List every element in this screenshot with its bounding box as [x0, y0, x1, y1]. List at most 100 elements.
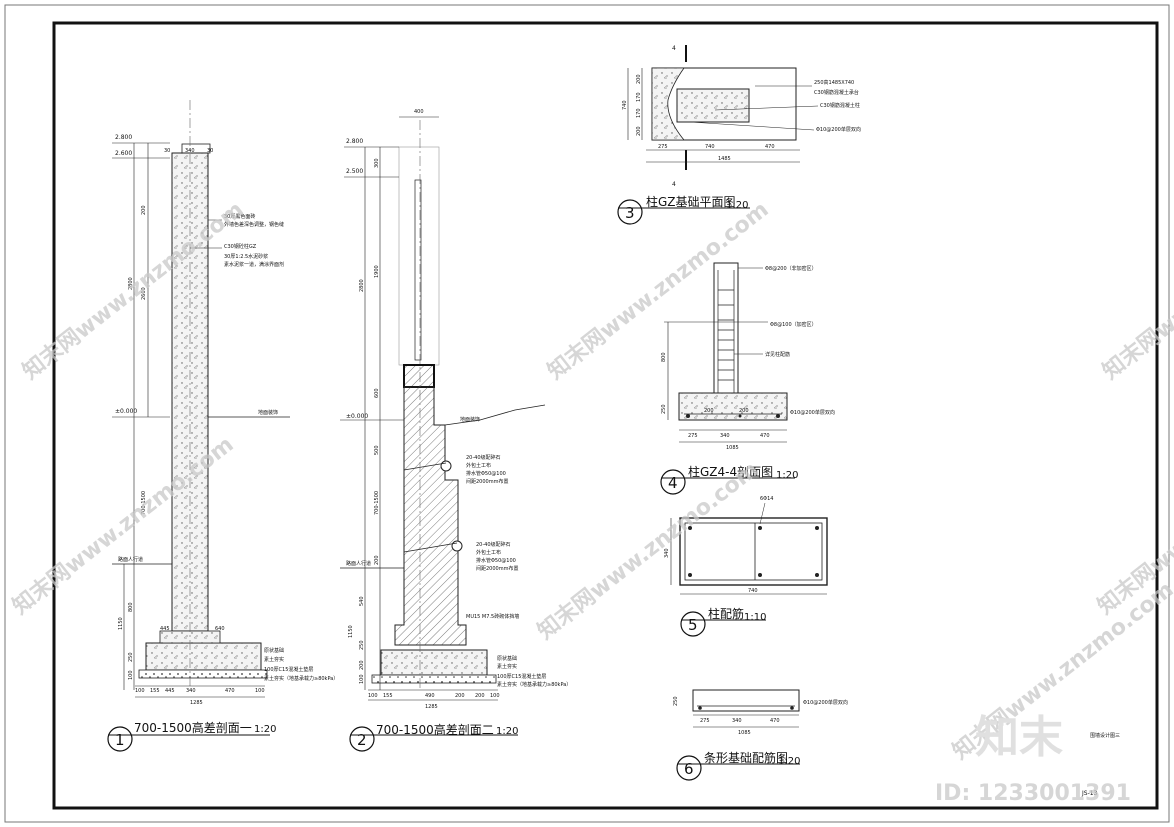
title-number: 1 — [115, 731, 125, 749]
note-text: 素土夯实 — [264, 656, 284, 663]
note-text: 20-40级配碎石 — [476, 541, 511, 548]
dim-text: 445 — [165, 688, 175, 694]
title-number: 3 — [625, 204, 635, 222]
dim-text: 250 — [673, 696, 679, 706]
sheet-code: JS-13 — [1081, 790, 1098, 797]
dim-text: 100 — [359, 674, 365, 684]
level-2-a: 2.800 — [346, 138, 363, 145]
dim-text: 340 — [732, 718, 742, 724]
dim-text: 540 — [359, 596, 365, 606]
dim-text: 470 — [225, 688, 235, 694]
dim-text: 490 — [425, 693, 435, 699]
dim-text: 250 — [661, 404, 667, 414]
title-scale: 1:20 — [776, 470, 798, 481]
dim-total: 1285 — [190, 700, 203, 706]
note-text: 素土夯实（地基承载力≥80kPa） — [497, 681, 571, 688]
dim-text: 800 — [128, 602, 134, 612]
note-text: C30钢砼柱GZ — [224, 243, 257, 250]
title-3: 3 柱GZ基础平面图 1:20 — [617, 194, 750, 225]
dim-text: 275 — [658, 144, 668, 150]
note-text: 间距2000mm布置 — [476, 565, 518, 572]
note-text: 250高1485X740 — [814, 79, 854, 86]
title-6: 6 条形基础配筋图 1:20 — [676, 750, 800, 781]
note-text: 外包土工布 — [466, 462, 491, 469]
dim-text: 100 — [490, 693, 500, 699]
watermark-logo: 知末 — [975, 712, 1063, 763]
inner-frame — [52, 21, 1159, 810]
title-2: 2 700-1500高差剖面二 1:20 — [349, 722, 518, 752]
dim-text: 275 — [688, 433, 698, 439]
dim-text: 200 — [704, 408, 714, 414]
side-note: 围墙设计图三 — [1090, 732, 1120, 739]
dim-text: 445 — [160, 626, 170, 632]
note-text: 排水管Φ50@100 — [466, 470, 506, 477]
level-2-c: ±0.000 — [346, 413, 368, 420]
dim-text: 200 — [455, 693, 465, 699]
section-2: 400 2.800 2.500 ±0.000 300 1900 2800 600… — [340, 109, 571, 710]
dim-text: 100 — [128, 670, 134, 680]
note-text: 地面装饰 — [258, 409, 278, 416]
title-scale: 1:20 — [778, 756, 800, 767]
title-text: 700-1500高差剖面二 — [376, 722, 494, 737]
dim-text: 155 — [383, 693, 393, 699]
title-number: 6 — [684, 760, 694, 778]
dim-text: 500 — [374, 445, 380, 455]
dim-text: 340 — [185, 148, 195, 154]
dim-text: 275 — [700, 718, 710, 724]
bar-label: 6Φ14 — [760, 496, 773, 502]
section-1: 2.800 2.600 ±0.000 30 340 30 200 2600 28… — [112, 100, 338, 706]
footing-1 — [145, 642, 262, 671]
note-text: MU15 M7.5砖砌体挡墙 — [466, 613, 519, 620]
note-text: 外墙色差深色调整，钢色缝 — [224, 221, 284, 228]
dim-text: 740 — [748, 588, 758, 594]
note-text: 30厚黑色面砖 — [224, 213, 255, 220]
dim-text: 170 — [636, 92, 642, 102]
dim-text: 170 — [636, 108, 642, 118]
title-1: 1 700-1500高差剖面一 1:20 — [107, 720, 276, 752]
title-text: 柱配筋 — [708, 606, 744, 621]
note-text: 地面装饰 — [460, 416, 480, 423]
dim-text: 700-1500 — [141, 491, 147, 515]
note-text: 100厚C15混凝土垫层 — [497, 673, 546, 680]
dim-text: 470 — [765, 144, 775, 150]
note-text: 原状基础 — [497, 655, 517, 662]
note-text: C30钢筋混凝土柱 — [820, 102, 860, 109]
title-text: 柱GZ基础平面图 — [646, 194, 736, 209]
dim-text: 250 — [128, 652, 134, 662]
dim-text: 470 — [760, 433, 770, 439]
watermark-text: 知末网www.znzmo.com — [543, 196, 774, 384]
title-text: 700-1500高差剖面一 — [134, 720, 252, 735]
note-text: 间距2000mm布置 — [466, 478, 508, 485]
footing-4 — [678, 392, 788, 421]
note-text: Φ8@200（非加密区） — [765, 265, 817, 272]
watermark-text: 知末网www.znzmo.com — [1098, 196, 1174, 384]
dim-text: 155 — [150, 688, 160, 694]
dim-text: 200 — [636, 126, 642, 136]
dim-text: 200 — [739, 408, 749, 414]
dim-text: 100 — [135, 688, 145, 694]
cut-mark: 4 — [672, 181, 676, 188]
title-number: 2 — [357, 731, 367, 749]
note-text: Φ10@200单层双向 — [790, 409, 835, 416]
note-text: 路面人行道 — [346, 560, 371, 567]
title-scale: 1:20 — [726, 200, 748, 211]
dim-text: 340 — [664, 548, 670, 558]
dim-total: 1285 — [425, 704, 438, 710]
title-5: 5 柱配筋 1:10 — [680, 606, 766, 637]
dim-text: 640 — [215, 626, 225, 632]
dim-text: 340 — [186, 688, 196, 694]
title-number: 5 — [688, 616, 698, 634]
note-text: 路面人行道 — [118, 556, 143, 563]
note-text: 排水管Φ50@100 — [476, 557, 516, 564]
dim-text: 1900 — [374, 265, 380, 278]
dim-total: 1085 — [738, 730, 751, 736]
dim-text: 470 — [770, 718, 780, 724]
note-text: 外包土工布 — [476, 549, 501, 556]
dim-text: 200 — [636, 74, 642, 84]
note-text: 详见柱配筋 — [765, 351, 790, 358]
note-text: 30厚1:2.5水泥砂浆 — [224, 253, 268, 260]
detail-6: 250 Φ10@200单层双向 275 340 470 1085 — [673, 689, 848, 736]
section-4: Φ8@200（非加密区） Φ8@100（加密区） 详见柱配筋 Φ10@200单层… — [661, 262, 835, 451]
dim-text: 700-1500 — [374, 491, 380, 515]
